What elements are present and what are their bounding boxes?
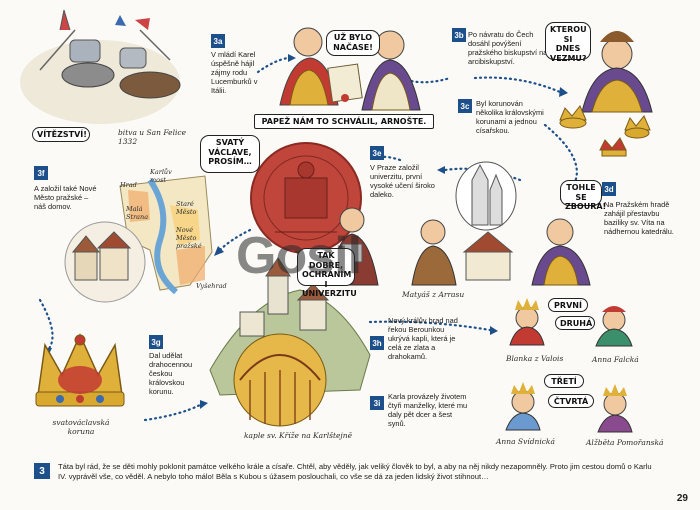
section-tag-3g: 3g xyxy=(149,335,163,349)
page-number: 29 xyxy=(676,493,688,504)
new-town-houses xyxy=(64,221,146,303)
section-text-3d: Na Pražském hradě zahájil přestavbu bazi… xyxy=(604,200,674,236)
map-label-stare-mesto: Staré Město xyxy=(176,200,197,216)
caption-blanka: Blanka z Valois xyxy=(506,354,564,363)
section-text-3a: V mládí Karel úspěšně hájil zájmy rodu L… xyxy=(211,50,258,95)
section-tag-3i: 3i xyxy=(370,396,384,410)
caption-anna-falcka: Anna Falcká xyxy=(592,355,639,364)
section-tag-3h: 3h xyxy=(370,336,384,350)
map-label-nove-mesto: Nové Město pražské xyxy=(176,226,202,250)
map-label-karluv-most: Karlův most xyxy=(150,168,172,184)
section-text-3i: Karla provázely životem čtyři manželky, … xyxy=(388,392,468,428)
section-text-3f: A založil také Nové Město pražské – náš … xyxy=(34,184,97,211)
caption-koruna: svatováclavská koruna xyxy=(52,418,110,436)
speech-bubble-ctvrta: ČTVRTÁ xyxy=(548,394,594,408)
speech-bubble-vitezstvi: VÍTĚZSTVÍ! xyxy=(32,127,90,142)
speech-bubble-uz-bylo: UŽ BYLO NAČASE! xyxy=(326,30,380,56)
section-text-3b: Po návratu do Čech dosáhl povýšení pražs… xyxy=(468,30,548,66)
university-seal xyxy=(250,142,362,254)
footer-text: Táta byl rád, že se děti mohly poklonit … xyxy=(58,462,652,481)
caption-anna-svidnicka: Anna Svídnická xyxy=(496,437,555,446)
prague-map xyxy=(119,175,213,295)
speech-bubble-kterou: KTEROU SI DNES VEZMU? xyxy=(545,22,591,63)
section-text-3h: Nový králův hrad nad řekou Berounkou ukr… xyxy=(388,316,458,361)
cathedral-thought xyxy=(455,161,517,231)
charles-choosing-crown-illustration xyxy=(559,31,653,157)
caption-matyas: Matyáš z Arrasu xyxy=(402,290,465,299)
section-text-3g: Dal udělat drahocennou českou královskou… xyxy=(149,351,193,396)
speech-bubble-tohle: TOHLE SE ZBOURÁ! xyxy=(560,180,606,211)
caption-bitva: bitva u San Felice 1332 xyxy=(118,128,187,146)
map-label-vysehrad: Vyšehrad xyxy=(196,282,227,290)
section-tag-3a: 3a xyxy=(211,34,225,48)
section-tag-3d: 3d xyxy=(602,182,616,196)
st-wenceslas-crown xyxy=(35,333,125,407)
footer: 3 Táta byl rád, že se děti mohly pokloni… xyxy=(0,458,700,510)
section-tag-3c: 3c xyxy=(458,99,472,113)
matyas-and-charles-illustration xyxy=(411,218,591,286)
caption-kaple: kaple sv. Kříže na Karlštejně xyxy=(244,431,353,440)
speech-bubble-druha: DRUHÁ xyxy=(555,316,595,330)
map-label-hrad: Hrad xyxy=(120,181,137,189)
section-tag-3f: 3f xyxy=(34,166,48,180)
speech-bubble-prvni: PRVNÍ xyxy=(548,298,588,312)
section-text-3c: Byl korunován několika královskými korun… xyxy=(476,99,544,135)
footer-tag: 3 xyxy=(34,463,50,479)
knights-battle-illustration xyxy=(20,9,181,124)
section-text-3e: V Praze založil univerzitu, první vysoké… xyxy=(370,163,435,199)
pope-and-arnost-illustration xyxy=(279,27,421,111)
speech-bubble-treti: TŘETÍ xyxy=(544,374,584,388)
section-tag-3b: 3b xyxy=(452,28,466,42)
map-label-mala-strana: Malá Strana xyxy=(126,205,149,221)
speech-bubble-tak-dobre: TAK DOBŘE, OCHRÁNÍM I UNIVERZITU xyxy=(297,248,357,298)
four-wives-illustration xyxy=(505,298,633,433)
speech-bubble-svaty: SVATÝ VÁCLAVE, PROSÍM… xyxy=(200,135,260,173)
section-tag-3e: 3e xyxy=(370,146,384,160)
chapel-interior xyxy=(233,333,327,427)
caption-alzbeta: Alžběta Pomořanská xyxy=(586,438,664,447)
watermark: Gosil xyxy=(236,227,362,285)
speech-bubble-papez: PAPEŽ NÁM TO SCHVÁLIL, ARNOŠTE. xyxy=(254,114,434,129)
